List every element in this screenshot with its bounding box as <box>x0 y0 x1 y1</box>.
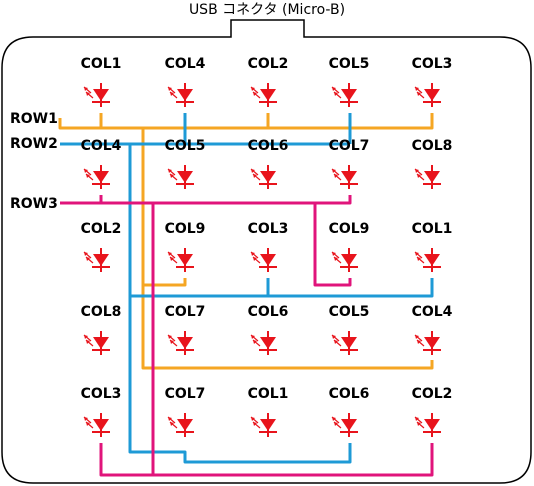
led-icon <box>167 331 194 355</box>
column-label: COL6 <box>329 386 370 402</box>
led-icon <box>167 83 194 107</box>
column-label: COL2 <box>248 56 289 72</box>
usb-connector-label: USB コネクタ (Micro-B) <box>189 2 345 18</box>
column-label: COL8 <box>412 138 453 154</box>
column-label: COL1 <box>412 221 453 237</box>
column-label: COL3 <box>81 386 122 402</box>
led-icon <box>250 83 277 107</box>
column-label: COL9 <box>329 221 370 237</box>
column-label: COL7 <box>329 138 370 154</box>
column-label: COL1 <box>248 386 289 402</box>
row1-vertical <box>141 128 434 370</box>
led-icon <box>83 331 110 355</box>
led-icon <box>83 413 110 437</box>
led-icon <box>414 413 441 437</box>
led-icon <box>167 165 194 189</box>
column-label: COL4 <box>412 304 453 320</box>
led-icon <box>331 248 358 272</box>
column-label: COL5 <box>329 56 370 72</box>
column-label: COL4 <box>81 138 122 154</box>
led-icon <box>414 165 441 189</box>
column-label: COL6 <box>248 304 289 320</box>
column-label: COL3 <box>248 221 289 237</box>
column-label: COL2 <box>412 386 453 402</box>
column-label: COL9 <box>165 221 206 237</box>
led-icon <box>167 248 194 272</box>
row3-bus <box>60 195 352 205</box>
led-array <box>83 83 441 437</box>
row3-vertical <box>151 203 434 477</box>
led-icon <box>83 248 110 272</box>
column-label: COL4 <box>165 56 206 72</box>
row3-left <box>99 443 153 477</box>
led-icon <box>250 331 277 355</box>
column-label: COL5 <box>329 304 370 320</box>
board-outline <box>1 19 532 484</box>
led-icon <box>331 331 358 355</box>
led-icon <box>331 83 358 107</box>
row-label-1: ROW1 <box>10 111 58 127</box>
row3-branch <box>313 203 352 287</box>
led-icon <box>414 248 441 272</box>
led-icon <box>414 83 441 107</box>
led-icon <box>167 413 194 437</box>
column-label: COL1 <box>81 56 122 72</box>
led-icon <box>331 413 358 437</box>
row2-branch <box>130 278 434 298</box>
row2-vertical <box>128 144 352 464</box>
led-icon <box>250 165 277 189</box>
row1-branch <box>143 278 187 287</box>
led-icon <box>414 331 441 355</box>
column-label: COL2 <box>81 221 122 237</box>
row-label-3: ROW3 <box>10 196 58 212</box>
column-label: COL7 <box>165 386 206 402</box>
column-label: COL7 <box>165 304 206 320</box>
row1-bus <box>58 113 434 130</box>
led-icon <box>250 413 277 437</box>
column-label: COL8 <box>81 304 122 320</box>
led-icon <box>331 165 358 189</box>
column-label: COL5 <box>165 138 206 154</box>
wiring <box>58 113 434 477</box>
led-icon <box>83 165 110 189</box>
led-icon <box>250 248 277 272</box>
led-icon <box>83 83 110 107</box>
row-label-2: ROW2 <box>10 136 58 152</box>
column-label: COL3 <box>412 56 453 72</box>
column-label: COL6 <box>248 138 289 154</box>
